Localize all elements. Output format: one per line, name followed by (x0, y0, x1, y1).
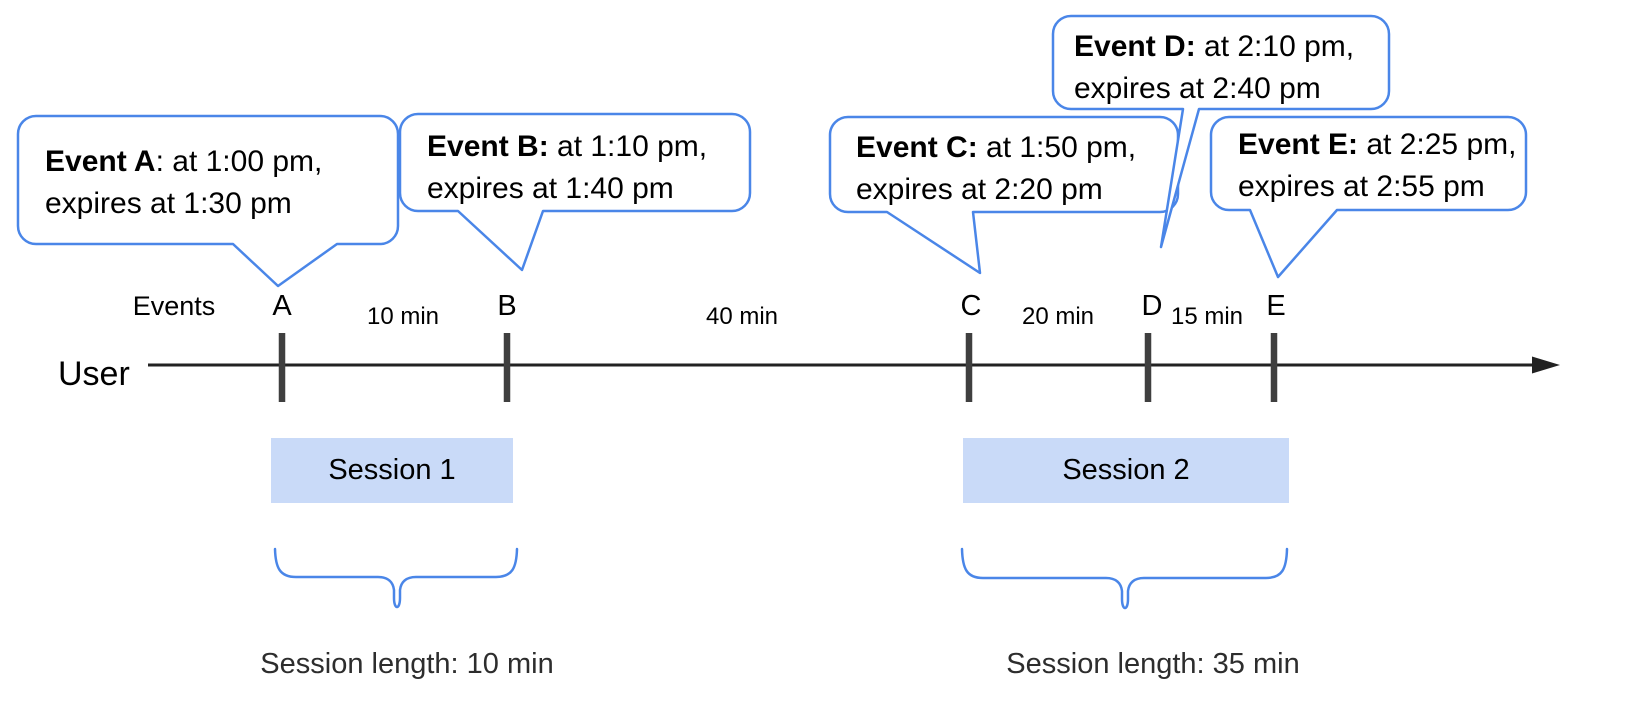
interval-label-cd: 20 min (1021, 303, 1095, 330)
bubble-b-title: Event B: (427, 130, 549, 163)
session-1-box: Session 1 (271, 438, 513, 503)
interval-label-ab: 10 min (366, 303, 440, 330)
bubble-b-line1: Event B: at 1:10 pm, (427, 126, 707, 168)
bubble-b-text: Event B: at 1:10 pm, expires at 1:40 pm (427, 126, 707, 210)
bubble-e-text: Event E: at 2:25 pm, expires at 2:55 pm (1238, 124, 1516, 208)
bubble-d-line2: expires at 2:40 pm (1074, 72, 1321, 105)
session-2-label: Session 2 (1062, 454, 1190, 486)
event-label-b: B (497, 290, 517, 322)
speech-bubble-c (828, 115, 1180, 275)
bubble-b-line2: expires at 1:40 pm (427, 172, 674, 205)
events-caption: Events (132, 291, 216, 321)
bubble-a-line2: expires at 1:30 pm (45, 187, 292, 220)
timeline-arrowhead-icon (1532, 356, 1560, 374)
bubble-e-line2: expires at 2:55 pm (1238, 170, 1485, 203)
bubble-b-time: at 1:10 pm, (548, 130, 708, 163)
interval-label-bc: 40 min (705, 303, 779, 330)
bubble-c-time: at 1:50 pm, (977, 131, 1137, 164)
bubble-a-time: : at 1:00 pm, (155, 145, 323, 178)
speech-bubble-a (16, 114, 400, 288)
speech-bubble-b (398, 112, 752, 272)
event-label-d: D (1141, 290, 1163, 322)
interval-label-de: 15 min (1170, 303, 1244, 330)
session-1-label: Session 1 (328, 454, 456, 486)
speech-bubble-e (1209, 115, 1528, 279)
session-2-length-label: Session length: 35 min (1006, 648, 1300, 680)
brace-session-1 (273, 547, 519, 609)
bubble-d-line1: Event D: at 2:10 pm, (1074, 26, 1354, 68)
bubble-d-title: Event D: (1074, 30, 1196, 63)
bubble-a-text: Event A: at 1:00 pm, expires at 1:30 pm (45, 141, 322, 225)
event-label-c: C (960, 290, 982, 322)
bubble-e-time: at 2:25 pm, (1358, 128, 1517, 161)
bubble-c-line2: expires at 2:20 pm (856, 173, 1103, 206)
bubble-a-line1: Event A: at 1:00 pm, (45, 141, 322, 183)
bubble-d-time: at 2:10 pm, (1195, 30, 1355, 63)
event-label-a: A (272, 290, 292, 322)
bubble-c-text: Event C: at 1:50 pm, expires at 2:20 pm (856, 127, 1136, 211)
event-label-e: E (1266, 290, 1286, 322)
session-1-length-label: Session length: 10 min (260, 648, 554, 680)
bubble-c-title: Event C: (856, 131, 978, 164)
bubble-e-line1: Event E: at 2:25 pm, (1238, 124, 1516, 166)
user-axis-label: User (58, 355, 130, 393)
brace-session-2 (960, 547, 1289, 610)
bubble-e-title: Event E: (1238, 128, 1359, 161)
speech-bubble-d (1051, 14, 1391, 249)
bubble-a-title: Event A (45, 145, 156, 178)
session-2-box: Session 2 (963, 438, 1289, 503)
bubble-d-text: Event D: at 2:10 pm, expires at 2:40 pm (1074, 26, 1354, 110)
bubble-c-line1: Event C: at 1:50 pm, (856, 127, 1136, 169)
